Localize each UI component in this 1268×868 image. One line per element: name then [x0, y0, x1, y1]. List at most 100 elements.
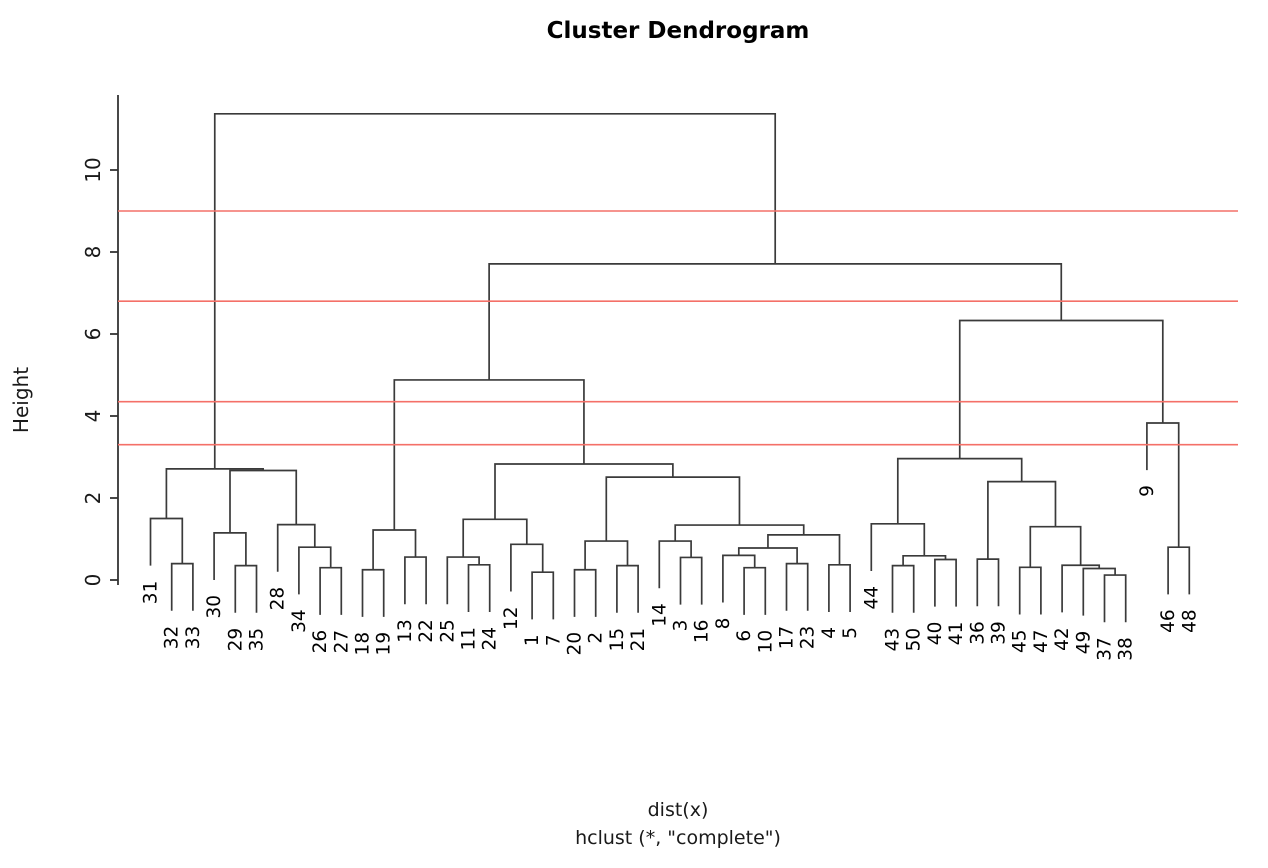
dendrogram-branch [658, 540, 692, 589]
dendrogram-branch [298, 546, 332, 595]
y-axis-tick-label: 10 [81, 157, 105, 182]
dendrogram-branch [891, 564, 915, 613]
leaf-label-17: 17 [777, 626, 798, 650]
dendrogram-branch [234, 564, 258, 613]
leaf-label-47: 47 [1031, 629, 1052, 653]
leaf-label-7: 7 [543, 634, 564, 646]
dendrogram-branch [276, 523, 316, 572]
leaf-label-28: 28 [268, 587, 289, 611]
dendrogram-branch [462, 518, 528, 558]
dendrogram-branch [976, 558, 1000, 607]
x-axis-caption-line2: hclust (*, "complete") [575, 827, 781, 849]
leaf-label-15: 15 [607, 628, 628, 652]
leaf-label-9: 9 [1137, 485, 1158, 497]
leaf-label-14: 14 [649, 603, 670, 627]
leaf-label-11: 11 [459, 627, 480, 651]
dendrogram-branch [229, 469, 298, 533]
leaf-label-49: 49 [1073, 631, 1094, 655]
y-axis-tick-label: 2 [81, 492, 105, 505]
dendrogram-branch [149, 517, 184, 566]
leaf-label-10: 10 [755, 630, 776, 654]
dendrogram-branch [510, 543, 544, 592]
leaf-label-45: 45 [1010, 629, 1031, 653]
leaf-label-34: 34 [289, 609, 310, 633]
leaf-label-2: 2 [586, 632, 607, 644]
leaf-label-18: 18 [353, 632, 374, 656]
leaf-label-48: 48 [1179, 609, 1200, 633]
leaf-label-36: 36 [967, 621, 988, 645]
leaf-label-3: 3 [671, 620, 692, 632]
leaf-label-29: 29 [225, 628, 246, 652]
dendrogram-branch [573, 568, 597, 617]
y-axis-tick-label: 0 [81, 574, 105, 587]
cut-lines [118, 210, 1238, 446]
leaf-label-31: 31 [141, 581, 162, 605]
dendrogram-branch [674, 524, 805, 542]
dendrogram-branch [896, 457, 1023, 524]
dendrogram-branch [494, 463, 674, 520]
dendrogram-branch [870, 522, 926, 571]
leaf-label-13: 13 [395, 619, 416, 643]
x-axis-caption-line1: dist(x) [647, 799, 709, 821]
leaf-label-43: 43 [883, 628, 904, 652]
leaf-label-39: 39 [989, 621, 1010, 645]
dendrogram-branch [958, 319, 1164, 459]
dendrogram-branch [902, 554, 947, 566]
dendrogram-branch [361, 568, 385, 617]
dendrogram-tree [149, 112, 1191, 623]
leaf-label-40: 40 [925, 622, 946, 646]
leaf-label-23: 23 [798, 626, 819, 650]
leaf-label-21: 21 [628, 628, 649, 652]
leaf-label-1: 1 [522, 634, 543, 646]
leaf-label-22: 22 [416, 619, 437, 643]
leaf-label-20: 20 [565, 632, 586, 656]
dendrogram-branch [372, 529, 417, 570]
leaf-label-50: 50 [904, 628, 925, 652]
dendrogram-branch [679, 556, 703, 605]
leaf-label-19: 19 [374, 632, 395, 656]
leaf-label-4: 4 [819, 627, 840, 639]
y-axis-tick-label: 6 [81, 328, 105, 341]
leaf-label-26: 26 [310, 630, 331, 654]
leaf-label-6: 6 [734, 630, 755, 642]
y-axis-title: Height [9, 367, 33, 433]
dendrogram-branch [605, 476, 741, 542]
leaf-label-35: 35 [247, 628, 268, 652]
dendrogram-branch [1103, 574, 1127, 623]
leaf-label-5: 5 [840, 627, 861, 639]
dendrogram-branch [767, 534, 841, 565]
dendrogram-branch [743, 566, 767, 615]
x-axis-caption: dist(x) hclust (*, "complete") [118, 796, 1238, 852]
dendrogram-branch [616, 564, 639, 613]
leaf-label-33: 33 [183, 626, 204, 650]
leaf-label-8: 8 [713, 618, 734, 630]
dendrogram-branch [1029, 525, 1082, 568]
dendrogram-branch [934, 558, 957, 607]
leaf-label-16: 16 [692, 620, 713, 644]
dendrogram-branch [213, 532, 247, 580]
dendrogram-branch [531, 571, 555, 620]
dendrogram-branch [1061, 564, 1101, 613]
leaf-label-25: 25 [437, 619, 458, 643]
dendrogram-branch [1018, 566, 1042, 615]
dendrogram-branch [165, 468, 264, 519]
dendrogram-branch [213, 112, 777, 469]
dendrogram-branch [319, 566, 343, 615]
leaf-label-41: 41 [946, 622, 967, 646]
leaf-label-12: 12 [501, 606, 522, 630]
dendrogram-branch [1146, 422, 1180, 548]
y-axis-tick-label: 8 [81, 246, 105, 259]
dendrogram-branch [467, 563, 491, 612]
dendrogram-branch [404, 556, 427, 605]
dendrogram-branch [170, 562, 194, 611]
dendrogram-branch [785, 562, 809, 611]
leaf-label-27: 27 [331, 630, 352, 654]
leaf-label-44: 44 [861, 586, 882, 610]
leaf-label-42: 42 [1052, 627, 1073, 651]
dendrogram-branch [828, 563, 851, 612]
leaf-label-24: 24 [480, 627, 501, 651]
